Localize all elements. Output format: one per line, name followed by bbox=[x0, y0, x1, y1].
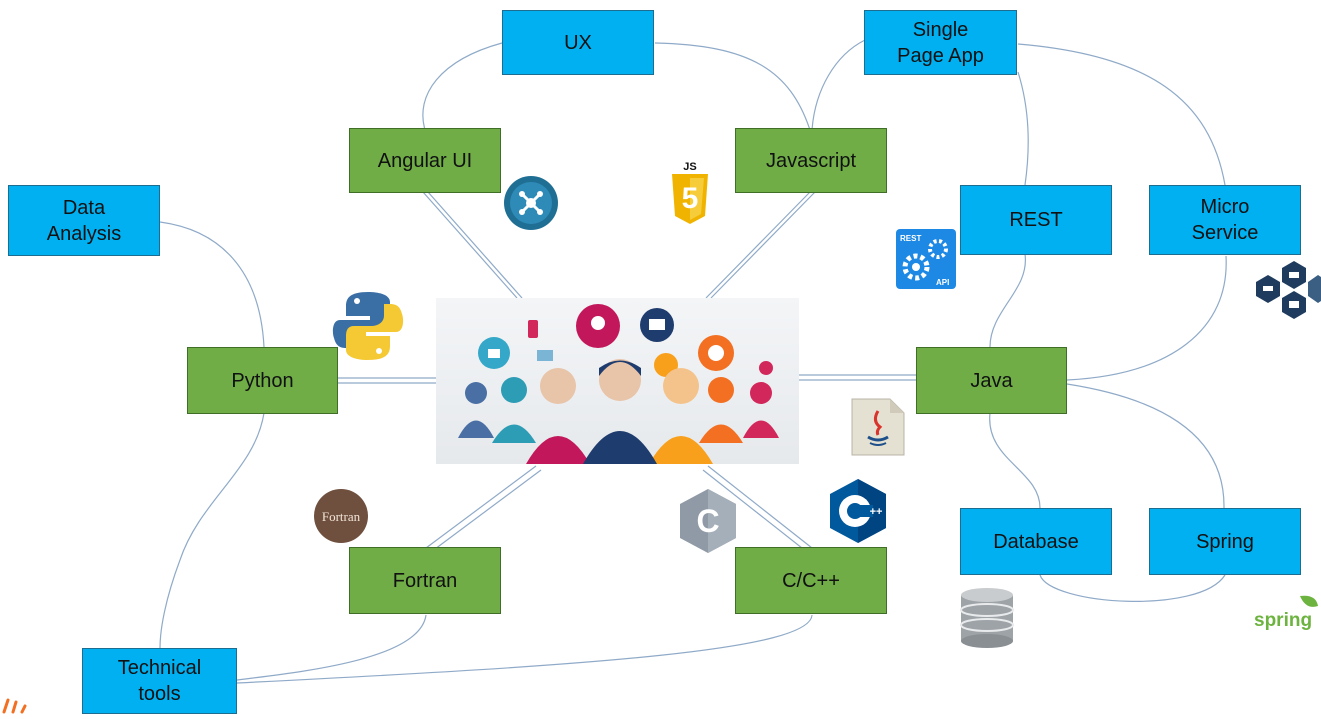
node-micro-service: Micro Service bbox=[1149, 185, 1301, 255]
rest-api-icon: REST API bbox=[896, 229, 956, 289]
svg-text:5: 5 bbox=[682, 182, 699, 215]
node-python: Python bbox=[187, 347, 338, 414]
node-angular-ui: Angular UI bbox=[349, 128, 501, 193]
link-java-database bbox=[989, 412, 1041, 509]
link-data-python bbox=[159, 221, 265, 348]
node-database: Database bbox=[960, 508, 1112, 575]
rest-icon-bottom-text: API bbox=[936, 278, 949, 287]
link-cpp-technical bbox=[236, 614, 813, 684]
link-rest-java bbox=[989, 253, 1026, 348]
spring-logo-icon: spring bbox=[1254, 592, 1321, 632]
link-spa-javascript bbox=[811, 39, 866, 131]
angular-ui-icon bbox=[503, 175, 559, 231]
node-c-cpp: C/C++ bbox=[735, 547, 887, 614]
node-javascript: Javascript bbox=[735, 128, 887, 193]
python-logo-icon bbox=[330, 288, 406, 364]
spring-logo-text: spring bbox=[1254, 610, 1312, 631]
link-ux-angular bbox=[422, 42, 503, 131]
node-java: Java bbox=[916, 347, 1067, 414]
c-letter: C bbox=[696, 503, 719, 539]
node-spring: Spring bbox=[1149, 508, 1301, 575]
javascript-html5-icon: JS 5 bbox=[670, 158, 710, 226]
node-rest: REST bbox=[960, 185, 1112, 255]
fortran-logo-text: Fortran bbox=[322, 509, 361, 524]
link-python-technical bbox=[159, 412, 265, 649]
js-badge-text: JS bbox=[683, 161, 696, 173]
link-java-spring bbox=[1066, 383, 1225, 509]
cpp-plus-text: ++ bbox=[870, 506, 883, 518]
node-fortran: Fortran bbox=[349, 547, 501, 614]
team-illustration bbox=[436, 298, 799, 464]
node-data-analysis: Data Analysis bbox=[8, 185, 160, 256]
java-file-icon bbox=[846, 397, 908, 459]
orange-brand-mark bbox=[0, 694, 36, 714]
node-technical-tools: Technical tools bbox=[82, 648, 237, 714]
microservice-hexagons-icon bbox=[1250, 255, 1321, 325]
c-language-icon: C bbox=[678, 487, 738, 555]
node-single-page-app: Single Page App bbox=[864, 10, 1017, 75]
fortran-logo-icon: Fortran bbox=[313, 488, 369, 544]
link-micro-java bbox=[1066, 255, 1227, 381]
link-database-spring bbox=[1039, 574, 1226, 602]
cpp-language-icon: ++ bbox=[828, 477, 888, 545]
database-cylinder-icon bbox=[958, 587, 1016, 649]
link-fortran-technical bbox=[236, 614, 427, 681]
link-spa-micro bbox=[1017, 43, 1226, 186]
node-ux: UX bbox=[502, 10, 654, 75]
link-ux-javascript bbox=[654, 42, 811, 131]
rest-icon-top-text: REST bbox=[900, 234, 921, 243]
link-spa-rest bbox=[1017, 71, 1029, 186]
